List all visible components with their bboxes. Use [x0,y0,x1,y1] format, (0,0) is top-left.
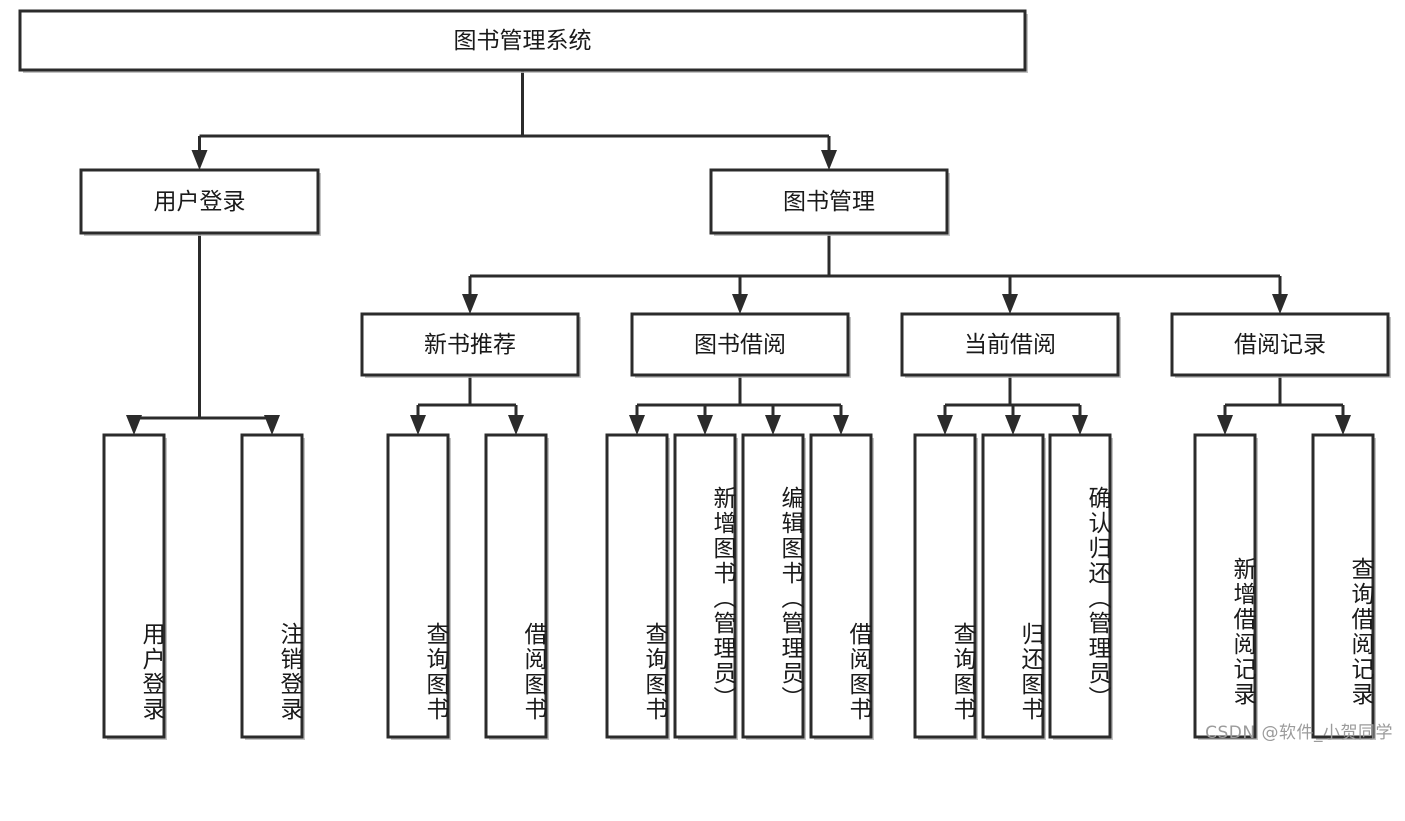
node-book-manage[interactable] [709,168,949,235]
node-leaf-return-book[interactable] [981,433,1045,739]
arrow-head-icon [1002,294,1018,314]
arrow-head-icon [697,415,713,435]
arrow-head-icon [1005,415,1021,435]
arrow-head-icon [1217,415,1233,435]
node-leaf-borrow-book[interactable] [809,433,873,739]
diagram-canvas: 图书管理系统用户登录图书管理新书推荐图书借阅当前借阅借阅记录 用户登录注销登录查… [18,9,1393,743]
node-new-book-rec[interactable] [360,312,580,377]
node-leaf-query-book-rec[interactable] [386,433,450,739]
node-user-login[interactable] [79,168,320,235]
arrow-head-icon [732,294,748,314]
node-leaf-confirm-return[interactable] [1048,433,1112,739]
arrow-head-icon [508,415,524,435]
node-label-current-borrow: 当前借阅 [964,332,1056,358]
node-box-layer [18,9,1391,740]
node-leaf-add-book[interactable] [673,433,737,739]
node-label-borrow-record: 借阅记录 [1234,332,1326,358]
node-label-new-book-rec: 新书推荐 [424,332,516,358]
node-leaf-query-record[interactable] [1311,433,1375,739]
arrow-head-icon [629,415,645,435]
node-label-book-manage: 图书管理 [783,189,875,215]
arrow-head-icon [191,150,208,170]
connector-layer [126,70,1351,435]
node-leaf-add-record[interactable] [1193,433,1257,739]
node-leaf-query-book-borrow[interactable] [605,433,669,739]
arrow-head-icon [1335,415,1351,435]
node-label-user-login: 用户登录 [154,189,246,215]
node-root[interactable] [18,9,1027,72]
node-leaf-user-logout[interactable] [240,433,304,739]
arrow-head-icon [410,415,426,435]
arrow-head-icon [126,415,142,435]
node-book-borrow[interactable] [630,312,850,377]
node-borrow-record[interactable] [1170,312,1390,377]
node-label-root: 图书管理系统 [454,28,592,54]
node-leaf-user-login[interactable] [102,433,166,739]
node-leaf-query-book-current[interactable] [913,433,977,739]
watermark-text: CSDN @软件_小贺同学 [1205,723,1393,743]
arrow-head-icon [821,150,837,170]
node-label-book-borrow: 图书借阅 [694,332,786,358]
node-current-borrow[interactable] [900,312,1120,377]
node-leaf-borrow-book-rec[interactable] [484,433,548,739]
arrow-head-icon [462,294,478,314]
arrow-head-icon [1072,415,1088,435]
arrow-head-icon [937,415,953,435]
arrow-head-icon [264,415,280,435]
arrow-head-icon [833,415,849,435]
node-leaf-edit-book[interactable] [741,433,805,739]
arrow-head-icon [765,415,781,435]
arrow-head-icon [1272,294,1288,314]
